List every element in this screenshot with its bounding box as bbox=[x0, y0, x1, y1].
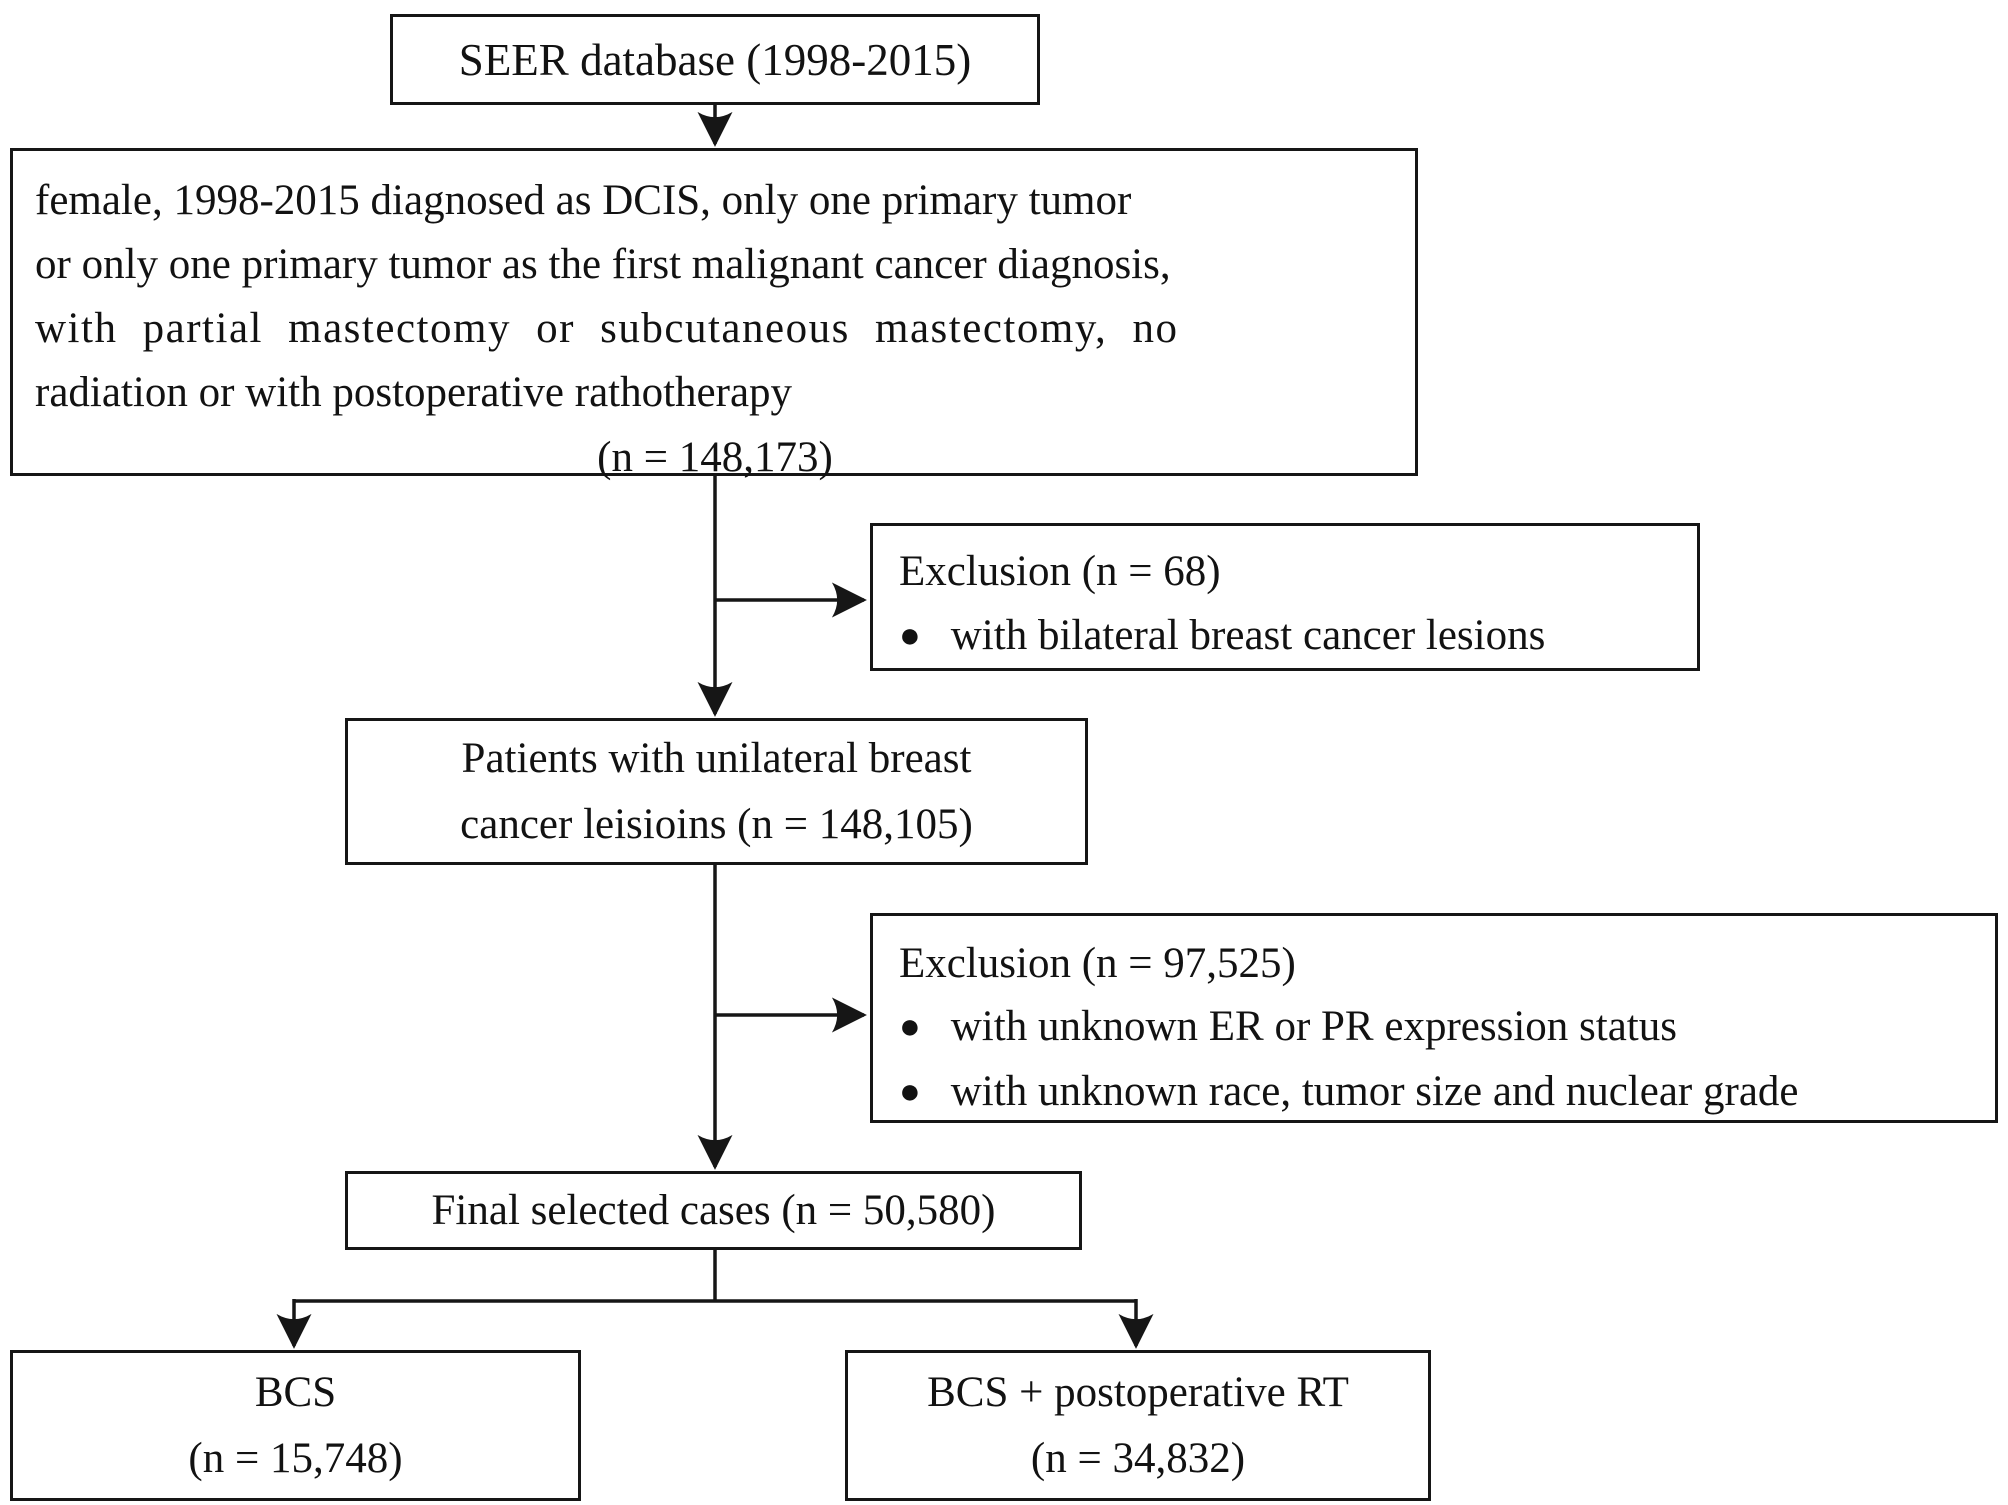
bcs-line: BCS bbox=[254, 1368, 337, 1416]
bcs-rt-line: (n = 34,832) bbox=[1030, 1434, 1246, 1482]
exclusion-2-bullet-text: with unknown race, tumor size and nuclea… bbox=[950, 1068, 1799, 1115]
seer-database-box: SEER database (1998-2015) bbox=[390, 14, 1040, 105]
criteria-line: with partial mastectomy or subcutaneous … bbox=[35, 305, 1179, 352]
bullet-icon: ● bbox=[899, 1006, 921, 1046]
criteria-line: female, 1998-2015 diagnosed as DCIS, onl… bbox=[35, 177, 1132, 224]
exclusion-1-box: Exclusion (n = 68) ● with bilateral brea… bbox=[870, 523, 1700, 671]
exclusion-1-bullet-text: with bilateral breast cancer lesions bbox=[950, 612, 1546, 659]
bcs-line: (n = 15,748) bbox=[188, 1434, 403, 1482]
bullet-icon: ● bbox=[899, 615, 921, 655]
bcs-rt-line: BCS + postoperative RT bbox=[927, 1368, 1349, 1416]
exclusion-2-bullet-text: with unknown ER or PR expression status bbox=[950, 1003, 1677, 1050]
unilateral-patients-line: Patients with unilateral breast bbox=[461, 734, 972, 782]
criteria-count-label: (n = 148,173) bbox=[597, 434, 833, 481]
exclusion-2-bullet-row: ● with unknown ER or PR expression statu… bbox=[899, 995, 1985, 1060]
bcs-rt-box: BCS + postoperative RT (n = 34,832) bbox=[845, 1350, 1431, 1501]
exclusion-2-box: Exclusion (n = 97,525) ● with unknown ER… bbox=[870, 913, 1998, 1123]
inclusion-criteria-box: female, 1998-2015 diagnosed as DCIS, onl… bbox=[10, 148, 1418, 481]
exclusion-2-title: Exclusion (n = 97,525) bbox=[899, 940, 1296, 987]
exclusion-2-bullet-row: ● with unknown race, tumor size and nucl… bbox=[899, 1060, 1985, 1125]
unilateral-patients-box: Patients with unilateral breast cancer l… bbox=[345, 718, 1088, 865]
bullet-icon: ● bbox=[899, 1071, 921, 1111]
seer-database-label: SEER database (1998-2015) bbox=[458, 34, 972, 85]
exclusion-1-title: Exclusion (n = 68) bbox=[899, 548, 1221, 595]
split-connector bbox=[294, 1250, 1136, 1303]
criteria-line: or only one primary tumor as the first m… bbox=[35, 241, 1171, 288]
exclusion-1-bullet-row: ● with bilateral breast cancer lesions bbox=[899, 604, 1687, 669]
criteria-line: radiation or with postoperative rathothe… bbox=[35, 369, 793, 416]
final-selected-label: Final selected cases (n = 50,580) bbox=[431, 1186, 996, 1234]
bcs-box: BCS (n = 15,748) bbox=[10, 1350, 581, 1501]
final-selected-box: Final selected cases (n = 50,580) bbox=[345, 1171, 1082, 1250]
unilateral-patients-line: cancer leisioins (n = 148,105) bbox=[460, 800, 973, 848]
